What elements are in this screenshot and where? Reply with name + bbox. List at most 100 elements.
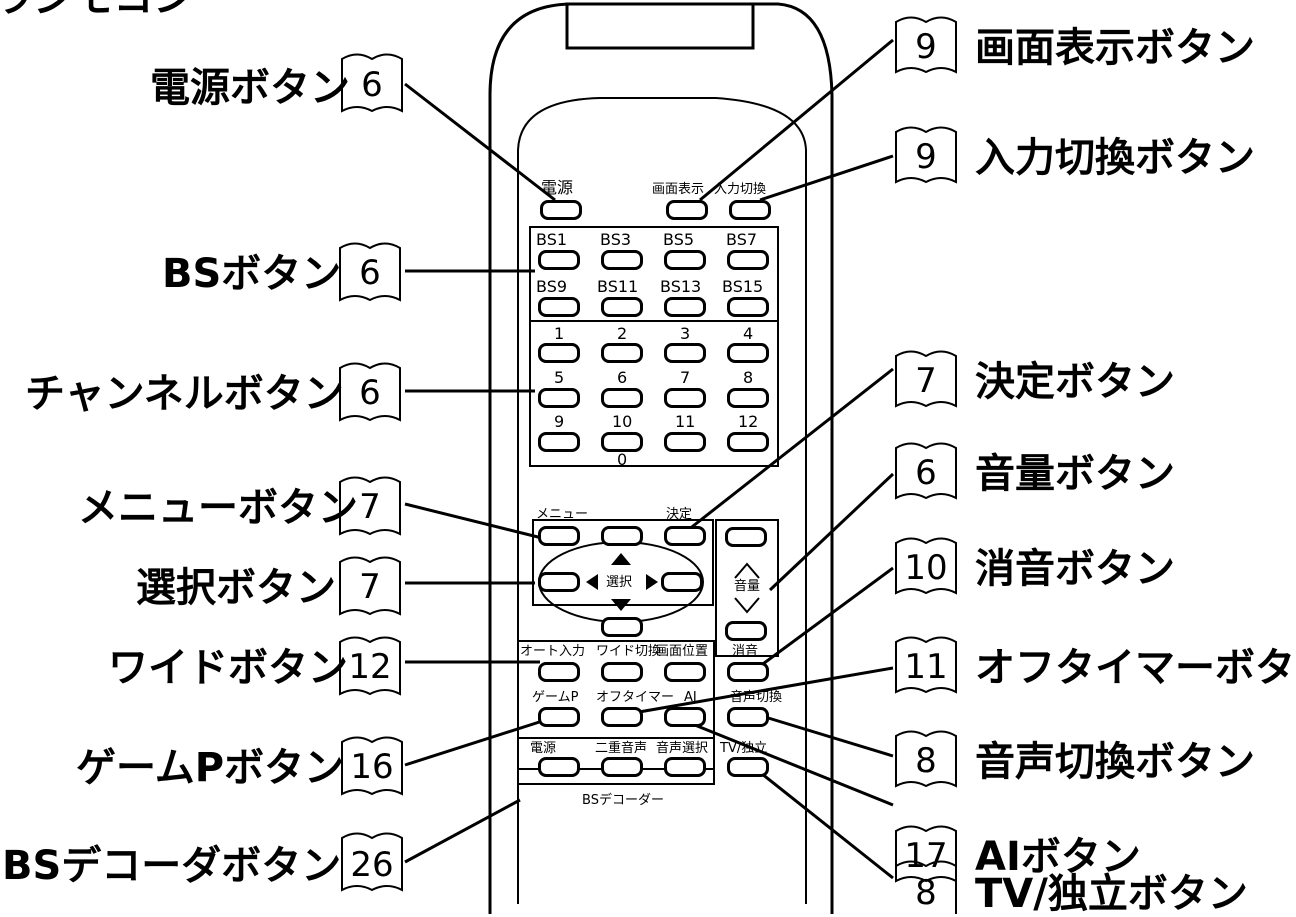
auto-input-button[interactable] [538,662,580,682]
ch4-button[interactable] [727,343,769,363]
callout-wide: ワイドボタン [108,645,348,691]
decoder-power-button[interactable] [538,757,580,777]
ref-input: 9 [915,137,937,177]
game-p-button[interactable] [538,707,580,727]
ch7-label: 7 [680,368,691,387]
volume-key-label: 音量 [734,579,761,594]
bs9-button[interactable] [538,297,580,317]
remote-inner-outline [517,97,807,904]
bs5-button[interactable] [664,250,706,270]
decoder-panel [517,737,715,785]
remote-ir-window [565,2,755,50]
bs9-label: BS9 [536,277,568,296]
tv-independent-button[interactable] [727,757,769,777]
display-button[interactable] [666,200,708,220]
ch7-button[interactable] [664,388,706,408]
select-up-button[interactable] [601,526,643,546]
enter-button[interactable] [664,526,706,546]
bs7-button[interactable] [727,250,769,270]
ch11-label: 11 [675,412,696,431]
ref-mute: 10 [904,548,948,588]
wide-button[interactable] [601,662,643,682]
bs7-label: BS7 [726,230,758,249]
ref-tv-independent: 8 [915,873,937,913]
bs11-button[interactable] [601,297,643,317]
ch11-button[interactable] [664,432,706,452]
callout-display: 画面表示ボタン [975,25,1255,71]
ref-enter: 7 [915,361,937,401]
bs1-button[interactable] [538,250,580,270]
ch6-button[interactable] [601,388,643,408]
volume-panel [715,519,779,657]
ch9-button[interactable] [538,432,580,452]
select-down-button[interactable] [601,617,643,637]
arrow-left-icon [586,574,598,590]
volume-top-button[interactable] [725,527,767,547]
enter-key-label: 決定 [666,507,693,522]
ch0-label: 0 [617,450,628,469]
ref-channel: 6 [359,373,381,413]
ch9-label: 9 [554,412,565,431]
decoder-power-key-label: 電源 [530,741,557,756]
callout-volume: 音量ボタン [975,451,1175,497]
bs1-label: BS1 [536,230,568,249]
channel-panel [529,320,779,467]
input-button[interactable] [729,200,771,220]
screen-position-button[interactable] [664,662,706,682]
volume-up-icon [734,562,760,579]
callout-bs-decoder: BSデコーダボタン [2,843,342,889]
callout-off-timer: オフタイマーボタン [975,645,1296,691]
dual-audio-button[interactable] [601,757,643,777]
select-left-button[interactable] [538,572,580,592]
bs13-button[interactable] [664,297,706,317]
bs15-button[interactable] [727,297,769,317]
ch10-label: 10 [612,412,633,431]
mute-button[interactable] [727,662,769,682]
ch1-button[interactable] [538,343,580,363]
callout-bs: BSボタン [162,251,342,297]
select-key-label: 選択 [606,575,633,590]
ch8-button[interactable] [727,388,769,408]
select-right-button[interactable] [661,572,703,592]
audio-switch-key-label: 音声切換 [730,690,783,705]
bs3-button[interactable] [601,250,643,270]
bs15-label: BS15 [722,277,764,296]
arrow-right-icon [646,574,658,590]
volume-down-icon [734,597,760,614]
ch12-button[interactable] [727,432,769,452]
audio-select-key-label: 音声選択 [656,741,709,756]
menu-button[interactable] [538,526,580,546]
bs11-label: BS11 [597,277,639,296]
ch12-label: 12 [738,412,759,431]
callout-mute: 消音ボタン [975,546,1175,592]
callout-audio-switch: 音声切換ボタン [975,739,1255,785]
audio-select-button[interactable] [664,757,706,777]
ai-button[interactable] [664,707,706,727]
callout-ai: AIボタン [975,834,1141,880]
ch3-label: 3 [680,324,691,343]
power-button[interactable] [540,200,582,220]
ref-volume: 6 [915,453,937,493]
ch3-button[interactable] [664,343,706,363]
ref-display: 9 [915,27,937,67]
ref-power: 6 [361,65,383,105]
off-timer-button[interactable] [601,707,643,727]
ref-audio-switch: 8 [915,741,937,781]
ai-key-label: AI [684,690,697,705]
ref-select: 7 [359,567,381,607]
audio-switch-button[interactable] [727,707,769,727]
callout-game-p: ゲームPボタン [76,745,345,791]
tv-independent-key-label: TV/独立 [720,741,768,756]
ch5-button[interactable] [538,388,580,408]
off-timer-key-label: オフタイマー [596,690,675,705]
bs13-label: BS13 [660,277,702,296]
ch2-button[interactable] [601,343,643,363]
ch6-label: 6 [617,368,628,387]
ref-ai: 17 [904,836,948,876]
callout-enter: 決定ボタン [975,359,1175,405]
ch10-button[interactable] [601,432,643,452]
mute-key-label: 消音 [732,644,759,659]
volume-bottom-button[interactable] [725,621,767,641]
callout-channel: チャンネルボタン [25,371,344,417]
auto-input-key-label: オート入力 [520,644,586,659]
